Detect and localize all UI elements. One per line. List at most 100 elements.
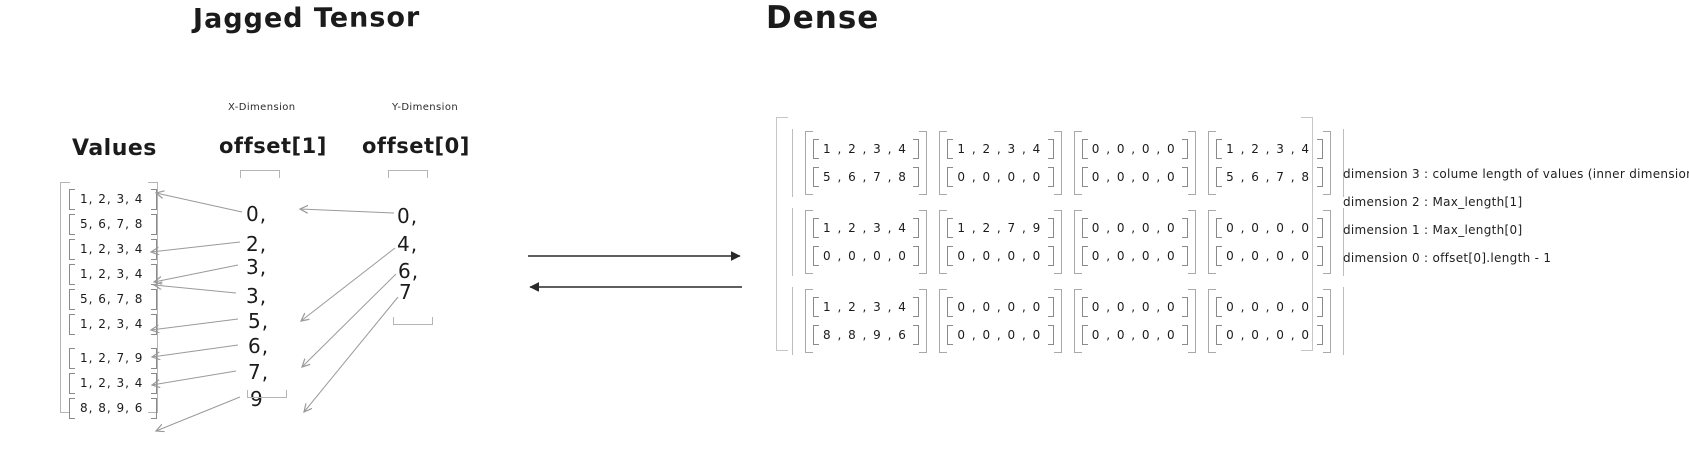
bracket-icon: [1216, 218, 1223, 238]
bracket-icon: [792, 208, 793, 276]
bracket-icon: [792, 287, 793, 355]
bracket-icon: [1081, 167, 1088, 187]
bracket-icon: [813, 139, 819, 159]
values-list: 1, 2, 3, 4 5, 6, 7, 8 1, 2, 3, 4 1, 2, 3…: [60, 182, 158, 419]
bracket-icon: [1081, 297, 1088, 317]
dense-block: 0 , 0 , 0 , 0 0 , 0 , 0 , 0: [1073, 207, 1197, 277]
dense-vector: 0 , 0 , 0 , 0: [957, 249, 1042, 263]
dense-block: 0 , 0 , 0 , 0 0 , 0 , 0 , 0: [939, 286, 1062, 356]
bracket-icon: [1216, 325, 1223, 345]
dense-vector: 5 , 6 , 7 , 8: [823, 170, 908, 184]
bracket-icon: [813, 167, 819, 187]
offset0-to-offset1-arrows: [300, 209, 399, 412]
values-header: Values: [72, 136, 157, 161]
dense-row: 1 , 2 , 3 , 4 0 , 0 , 0 , 0 1 , 2 , 7 , …: [792, 207, 1344, 277]
bracket-icon: [947, 246, 954, 266]
offset0-item: 6,: [398, 259, 420, 283]
bracket-icon: [1047, 218, 1054, 238]
values-row: 1, 2, 3, 4: [69, 314, 158, 335]
bracket-icon: [69, 239, 75, 260]
dense-vector: 0 , 0 , 0 , 0: [957, 328, 1042, 342]
bracket-icon: [151, 189, 158, 210]
bracket-icon: [1316, 167, 1323, 187]
dense-outer-bracket-right: [1301, 117, 1313, 351]
bracket-icon: [1342, 287, 1344, 355]
values-row-text: 5, 6, 7, 8: [80, 217, 144, 231]
bracket-icon: [1322, 289, 1331, 353]
bracket-icon: [1182, 246, 1189, 266]
bracket-icon: [919, 289, 928, 353]
bracket-icon: [1208, 131, 1217, 195]
dense-tensor: 1 , 2 , 3 , 4 5 , 6 , 7 , 8 1 , 2 , 3 , …: [776, 115, 1344, 356]
dense-block: 0 , 0 , 0 , 0 0 , 0 , 0 , 0: [1208, 286, 1331, 356]
values-row-text: 8, 8, 9, 6: [80, 401, 144, 415]
dense-block: 0 , 0 , 0 , 0 0 , 0 , 0 , 0: [1073, 128, 1197, 198]
bracket-icon: [813, 297, 819, 317]
dense-vector: 1 , 2 , 3 , 4: [823, 221, 908, 235]
values-row-text: 1, 2, 7, 9: [80, 351, 144, 365]
bracket-icon: [1047, 325, 1054, 345]
jagged-tensor-title: Jagged Tensor: [192, 2, 421, 35]
dense-outer-bracket-left: [776, 117, 788, 351]
bracket-icon: [1188, 131, 1197, 195]
bracket-icon: [913, 167, 920, 187]
bracket-icon: [1081, 325, 1088, 345]
offset1-item: 5,: [248, 309, 270, 333]
offset1-item: 0,: [246, 202, 268, 226]
bracket-icon: [1047, 167, 1054, 187]
offset0-top-bracket: [388, 170, 428, 178]
bracket-icon: [151, 314, 158, 335]
dense-vector: 1 , 2 , 3 , 4: [823, 142, 908, 156]
bracket-icon: [813, 246, 819, 266]
values-row-text: 1, 2, 3, 4: [80, 242, 144, 256]
bracket-icon: [1342, 208, 1344, 276]
bracket-icon: [1081, 218, 1088, 238]
bracket-icon: [913, 297, 920, 317]
bracket-icon: [151, 214, 158, 235]
bracket-icon: [947, 297, 954, 317]
bracket-icon: [1216, 246, 1223, 266]
bracket-icon: [913, 325, 920, 345]
bracket-icon: [69, 264, 75, 285]
dense-vector: 0 , 0 , 0 , 0: [957, 300, 1042, 314]
bracket-icon: [1053, 289, 1062, 353]
bracket-icon: [1073, 131, 1082, 195]
offset0-item: 0,: [397, 204, 419, 228]
bracket-icon: [69, 373, 75, 394]
bracket-icon: [1316, 325, 1323, 345]
bracket-icon: [1047, 297, 1054, 317]
dense-vector: 1 , 2 , 7 , 9: [957, 221, 1042, 235]
dense-vector: 0 , 0 , 0 , 0: [1226, 249, 1311, 263]
values-row: 1, 2, 3, 4: [69, 239, 158, 260]
bracket-icon: [1053, 131, 1062, 195]
bracket-icon: [151, 348, 158, 369]
dense-vector: 0 , 0 , 0 , 0: [1226, 328, 1311, 342]
x-dimension-label: X-Dimension: [228, 102, 296, 113]
values-outer-bracket-right: [148, 182, 158, 413]
offset0-bottom-bracket: [393, 317, 433, 325]
bracket-icon: [805, 210, 813, 274]
bracket-icon: [947, 218, 954, 238]
dense-vector: 1 , 2 , 3 , 4: [957, 142, 1042, 156]
bracket-icon: [1182, 297, 1189, 317]
dense-block: 0 , 0 , 0 , 0 0 , 0 , 0 , 0: [1208, 207, 1331, 277]
bracket-icon: [1322, 210, 1331, 274]
values-outer-bracket-left: [60, 182, 70, 413]
values-row: 5, 6, 7, 8: [69, 289, 158, 310]
bracket-icon: [1316, 297, 1323, 317]
bracket-icon: [939, 210, 948, 274]
bracket-icon: [69, 189, 75, 210]
bracket-icon: [151, 398, 158, 419]
bracket-icon: [913, 218, 920, 238]
values-row: 1, 2, 7, 9: [69, 348, 158, 369]
bracket-icon: [1182, 139, 1189, 159]
dense-vector: 0 , 0 , 0 , 0: [1091, 221, 1177, 235]
offset1-bottom-bracket: [247, 390, 287, 398]
values-row: 8, 8, 9, 6: [69, 398, 158, 419]
bracket-icon: [1342, 129, 1344, 197]
bracket-icon: [69, 214, 75, 235]
bracket-icon: [805, 131, 813, 195]
offset1-item: 6,: [248, 334, 270, 358]
values-row: 1, 2, 3, 4: [69, 373, 158, 394]
values-row-text: 1, 2, 3, 4: [80, 192, 144, 206]
